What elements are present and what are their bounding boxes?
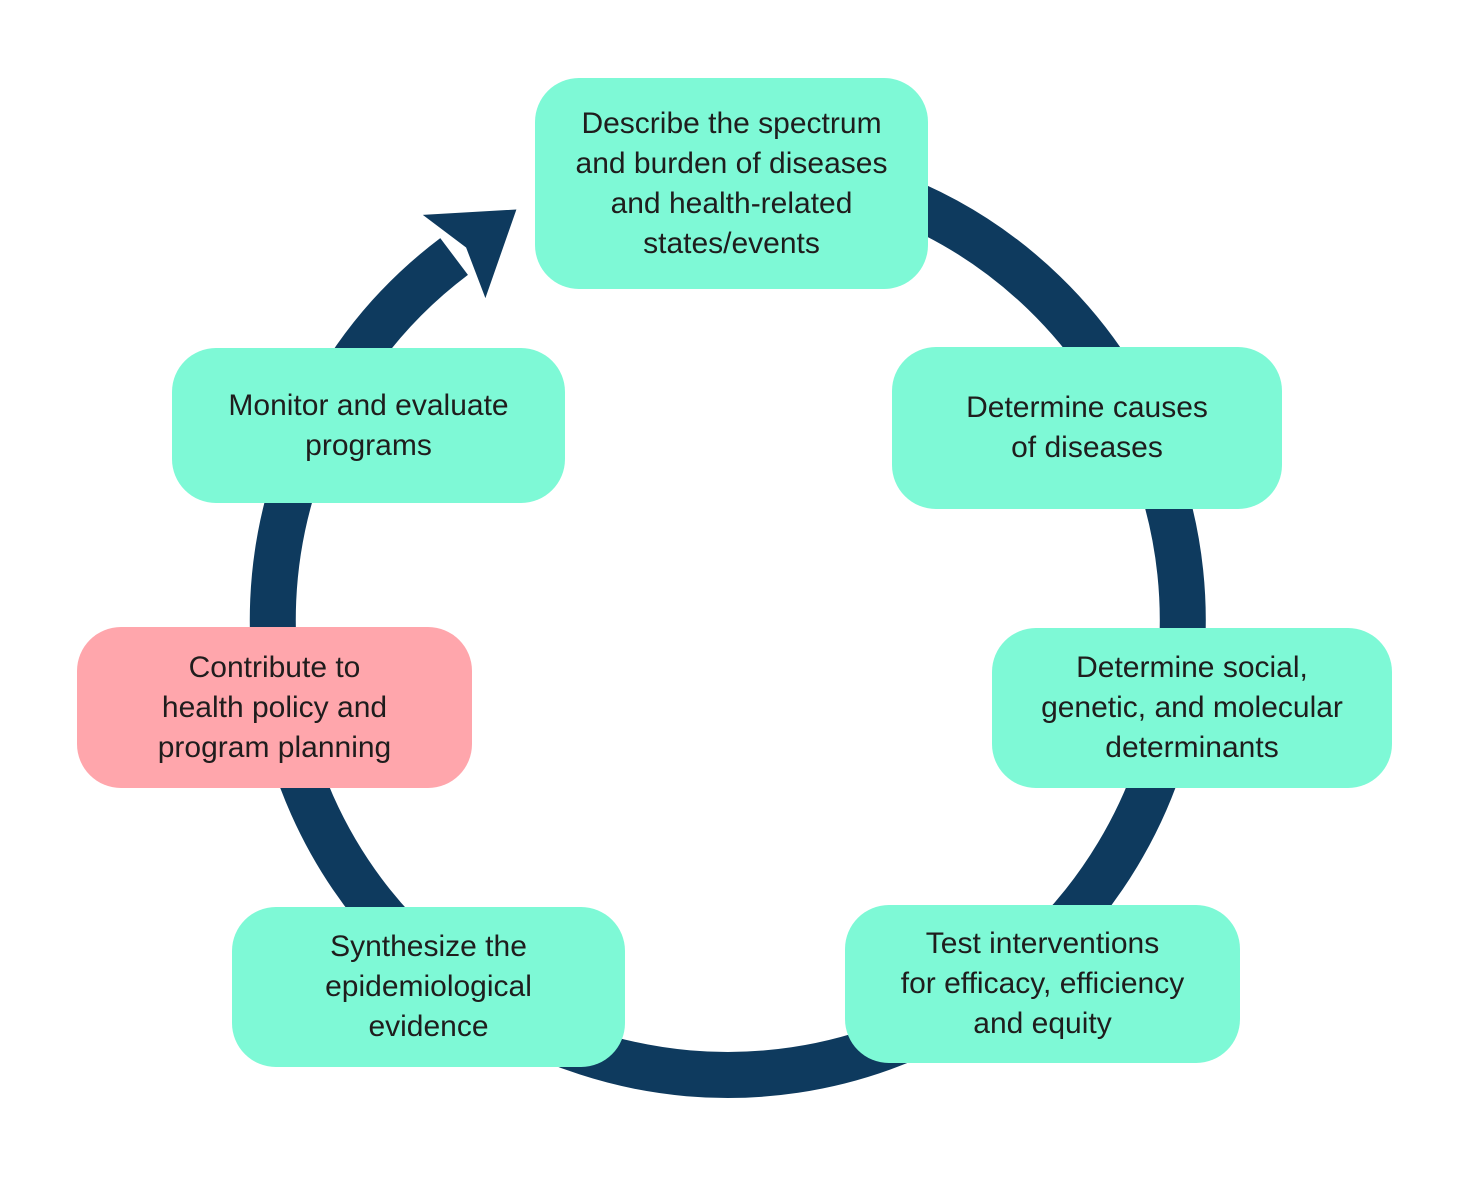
- step-label: Contribute to health policy and program …: [157, 650, 392, 764]
- step-label: Determine social, genetic, and molecular…: [1041, 651, 1343, 764]
- step-label: Describe the spectrum and burden of dise…: [575, 106, 888, 260]
- step-box-determine-determinants: Determine social, genetic, and molecular…: [992, 628, 1392, 788]
- step-box-monitor-evaluate: Monitor and evaluate programs: [172, 348, 565, 503]
- clockwise-arrow-icon: [422, 209, 517, 299]
- step-label: Determine causes of diseases: [966, 391, 1208, 464]
- step-label: Synthesize the epidemiological evidence: [325, 930, 532, 1043]
- step-box-determine-causes: Determine causes of diseases: [892, 347, 1282, 509]
- step-label: Test interventions for efficacy, efficie…: [900, 927, 1185, 1040]
- step-box-describe-spectrum: Describe the spectrum and burden of dise…: [535, 78, 928, 289]
- step-box-synthesize-evidence: Synthesize the epidemiological evidence: [232, 907, 625, 1067]
- step-box-contribute-policy: Contribute to health policy and program …: [77, 627, 472, 788]
- step-box-test-interventions: Test interventions for efficacy, efficie…: [845, 905, 1240, 1063]
- step-label: Monitor and evaluate programs: [228, 388, 509, 462]
